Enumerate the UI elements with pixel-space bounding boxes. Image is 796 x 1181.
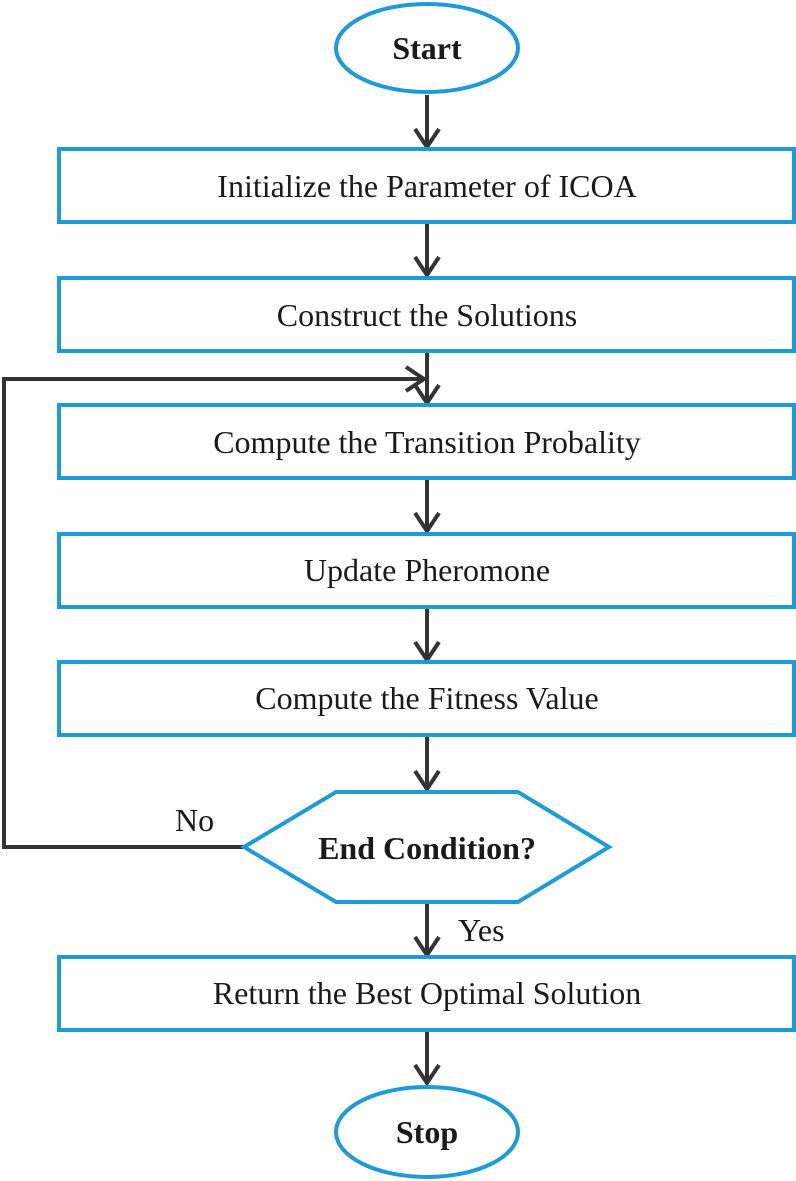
transition-node: Compute the Transition Probality [57, 403, 796, 480]
initialize-process-box [57, 147, 796, 224]
transition-process-box [57, 403, 796, 480]
best-solution-node: Return the Best Optimal Solution [57, 955, 796, 1032]
stop-label: Stop [396, 1114, 458, 1150]
fitness-node: Compute the Fitness Value [57, 660, 796, 737]
connectors [2, 95, 441, 1087]
construct-node: Construct the Solutions [57, 276, 796, 353]
condition-label: End Condition? [318, 830, 536, 866]
pheromone-node: Update Pheromone [57, 532, 796, 609]
start-label: Start [392, 30, 462, 66]
fitness-label: Compute the Fitness Value [255, 680, 598, 716]
stop-node: Stop [334, 1085, 520, 1179]
condition-node: End Condition? [240, 790, 613, 904]
fitness-process-box [57, 660, 796, 737]
best-solution-process-box [57, 955, 796, 1032]
start-node: Start [334, 2, 520, 94]
stop-terminator-shape [334, 1085, 520, 1179]
initialize-node: Initialize the Parameter of ICOA [57, 147, 796, 224]
yes-branch-label: Yes [458, 912, 505, 948]
transition-label: Compute the Transition Probality [213, 424, 641, 460]
construct-process-box [57, 276, 796, 353]
condition-decision-hexagon [240, 790, 613, 904]
best-solution-label: Return the Best Optimal Solution [213, 975, 641, 1011]
initialize-label: Initialize the Parameter of ICOA [217, 168, 636, 204]
construct-label: Construct the Solutions [277, 297, 577, 333]
pheromone-label: Update Pheromone [304, 552, 550, 588]
pheromone-process-box [57, 532, 796, 609]
no-branch-label: No [175, 802, 214, 838]
start-terminator-shape [334, 2, 520, 94]
loop-back-arrow-no [2, 365, 428, 849]
